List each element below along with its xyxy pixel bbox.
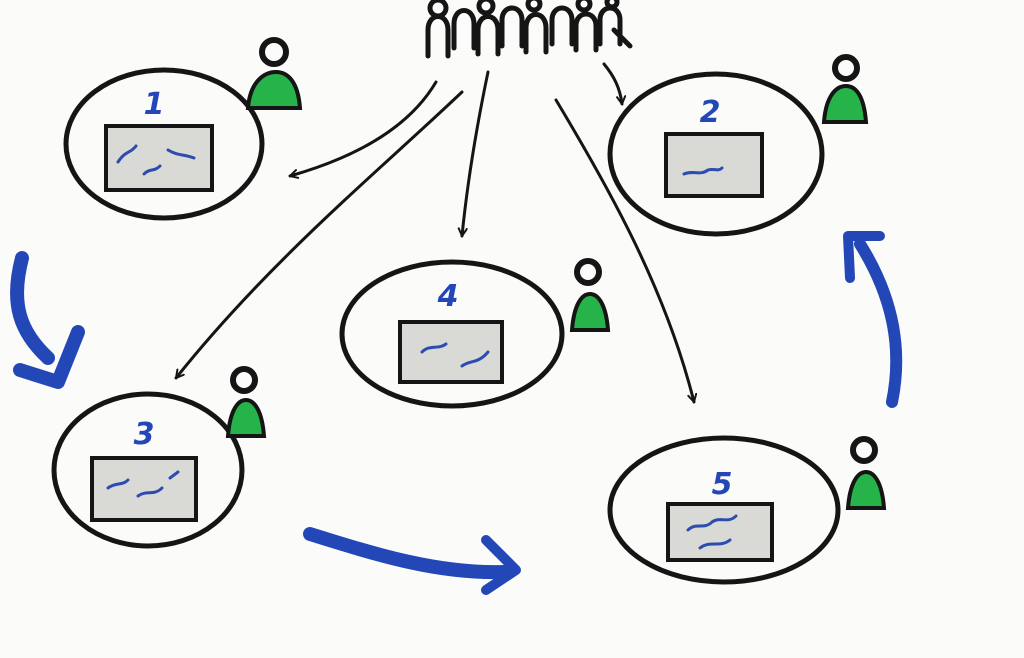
- arrow-to-station-5: [554, 98, 694, 404]
- arrow-to-station-2: [602, 62, 622, 106]
- station-2-table-outline: [607, 71, 825, 237]
- crowd-group-icon: [425, 0, 633, 59]
- station-2-board-scribble: [682, 166, 724, 176]
- arrow-to-station-1: [288, 80, 438, 176]
- station-3: 3: [51, 366, 267, 549]
- station-2: 2: [607, 54, 869, 237]
- arrow-to-station-4: [462, 70, 490, 238]
- station-1-board-scribble: [116, 144, 196, 176]
- station-3-number: 3: [134, 417, 155, 452]
- station-2-number: 2: [700, 95, 721, 130]
- station-1-table-outline: [63, 67, 265, 221]
- station-5-table-outline: [607, 435, 841, 585]
- station-3-table-outline: [51, 391, 245, 549]
- rotation-arrows: [10, 231, 903, 595]
- station-5-number: 5: [712, 467, 733, 502]
- station-3-host-icon: [225, 366, 267, 438]
- station-4-table-outline: [339, 259, 565, 409]
- station-1-number: 1: [144, 87, 165, 122]
- station-5-board-scribble: [686, 514, 738, 550]
- rotation-arrow-3-to-5-icon: [303, 527, 521, 595]
- rotation-arrow-5-to-2-icon: [843, 231, 903, 408]
- assignment-arrows: [174, 62, 694, 404]
- station-5-host-icon: [845, 436, 887, 510]
- station-4-board-icon: [398, 320, 504, 384]
- station-4: 4: [339, 258, 611, 409]
- station-5: 5: [607, 435, 887, 585]
- station-4-board-scribble: [420, 342, 490, 368]
- station-1-host-icon: [245, 37, 303, 110]
- station-4-host-icon: [569, 258, 611, 332]
- station-2-host-icon: [821, 54, 869, 124]
- station-1: 1: [63, 37, 303, 221]
- station-3-board-icon: [90, 456, 198, 522]
- station-4-number: 4: [437, 279, 459, 314]
- station-5-board-icon: [666, 502, 774, 562]
- arrow-to-station-3: [174, 90, 464, 380]
- station-2-board-icon: [664, 132, 764, 198]
- station-3-board-scribble: [106, 470, 180, 498]
- rotation-arrow-1-to-3-icon: [10, 251, 85, 389]
